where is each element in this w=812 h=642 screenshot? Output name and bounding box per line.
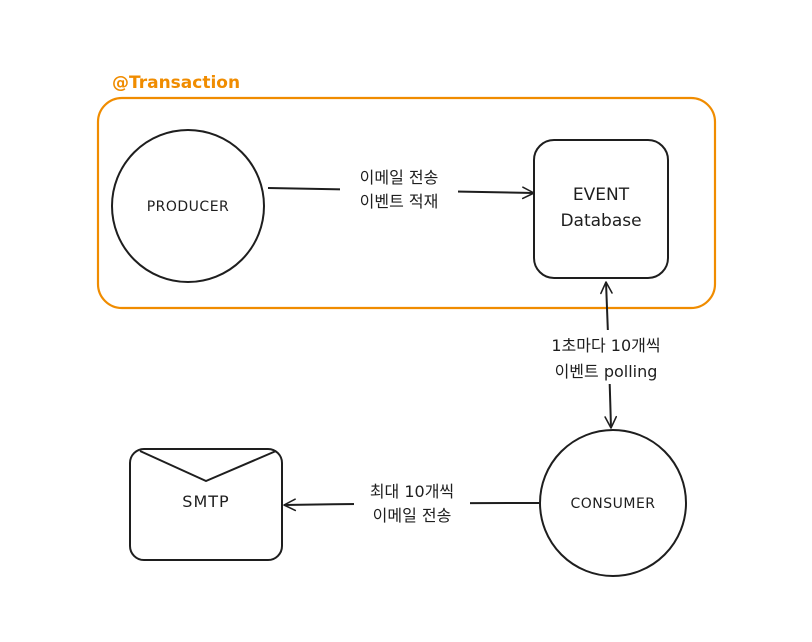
transaction-boundary: @Transaction [96, 73, 717, 310]
edge-db-consumer-label-line2: 이벤트 polling [555, 362, 658, 381]
consumer-label: CONSUMER [570, 496, 655, 512]
smtp-label: SMTP [182, 492, 229, 511]
consumer-node: CONSUMER [539, 429, 687, 577]
edge-db-consumer-label-line1: 1초마다 10개씩 [551, 336, 660, 355]
edge-producer-to-db: 이메일 전송 이벤트 적재 [267, 161, 535, 215]
edge-consumer-label-line1: 최대 10개씩 [370, 482, 454, 501]
event-database-label-line1: EVENT [573, 185, 630, 205]
smtp-node: SMTP [129, 448, 283, 561]
producer-label: PRODUCER [147, 199, 230, 215]
event-database-node: EVENT Database [533, 139, 669, 279]
transaction-label: @Transaction [112, 73, 240, 93]
envelope-flap-icon [139, 450, 277, 482]
edge-consumer-to-smtp: 최대 10개씩 이메일 전송 [283, 476, 540, 530]
event-database-label-line2: Database [560, 211, 641, 231]
edge-db-consumer: 1초마다 10개씩 이벤트 polling [534, 281, 678, 429]
edge-producer-label-line1: 이메일 전송 [360, 168, 439, 187]
edge-producer-label-line2: 이벤트 적재 [360, 192, 439, 211]
producer-node: PRODUCER [111, 129, 265, 283]
edge-consumer-label-line2: 이메일 전송 [373, 506, 452, 525]
